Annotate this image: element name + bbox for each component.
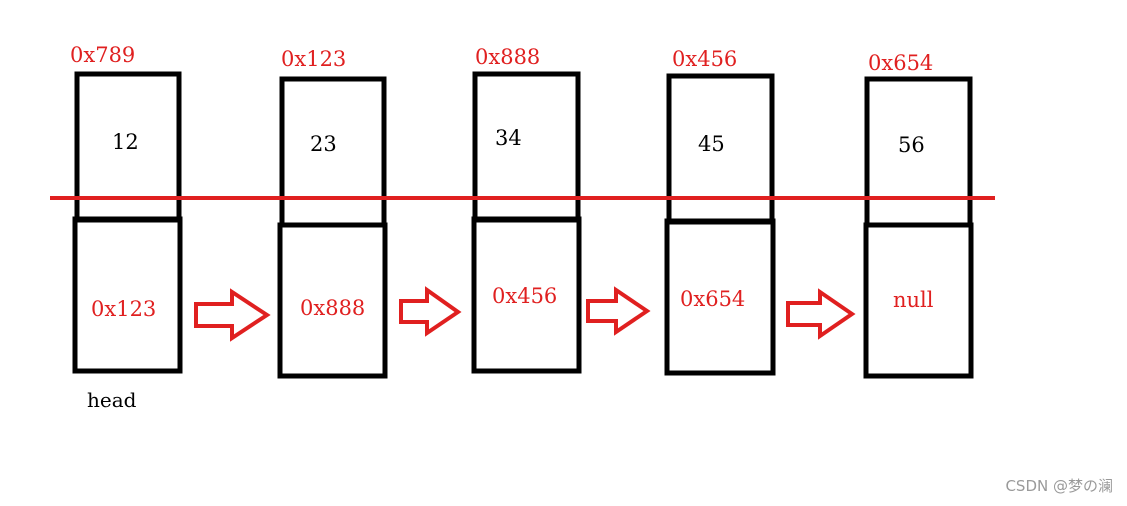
node-next-cell xyxy=(471,216,582,374)
list-node: 0x789 12 0x123 xyxy=(70,43,183,374)
node-next-pointer: 0x456 xyxy=(492,284,557,308)
watermark: CSDN @梦の澜 xyxy=(1005,477,1113,495)
node-next-cell xyxy=(863,222,974,379)
node-value: 56 xyxy=(898,133,925,157)
node-next-cell xyxy=(72,216,183,374)
node-next-cell xyxy=(277,222,388,379)
right-arrow-icon xyxy=(194,288,271,342)
node-address-label: 0x888 xyxy=(475,45,540,69)
head-label: head xyxy=(87,388,137,412)
node-value: 34 xyxy=(495,126,522,150)
node-address-label: 0x654 xyxy=(868,51,933,75)
node-address-label: 0x123 xyxy=(281,47,346,71)
node-next-pointer: 0x654 xyxy=(680,287,745,311)
node-address-label: 0x789 xyxy=(70,43,135,67)
node-value: 12 xyxy=(112,130,139,154)
node-next-cell xyxy=(664,218,776,376)
right-arrow-icon xyxy=(586,286,651,336)
node-next-pointer: 0x123 xyxy=(91,297,156,321)
node-address-label: 0x456 xyxy=(672,47,737,71)
list-node: 0x888 34 0x456 xyxy=(471,45,582,374)
right-arrow-icon xyxy=(399,286,462,337)
node-next-pointer: 0x888 xyxy=(300,296,365,320)
list-node: 0x456 45 0x654 xyxy=(664,47,776,376)
node-value: 23 xyxy=(310,132,337,156)
list-node: 0x123 23 0x888 xyxy=(277,47,388,379)
right-arrow-icon xyxy=(786,288,856,340)
node-value: 45 xyxy=(698,132,725,156)
list-node: 0x654 56 null xyxy=(863,51,974,379)
node-next-pointer: null xyxy=(893,288,934,312)
